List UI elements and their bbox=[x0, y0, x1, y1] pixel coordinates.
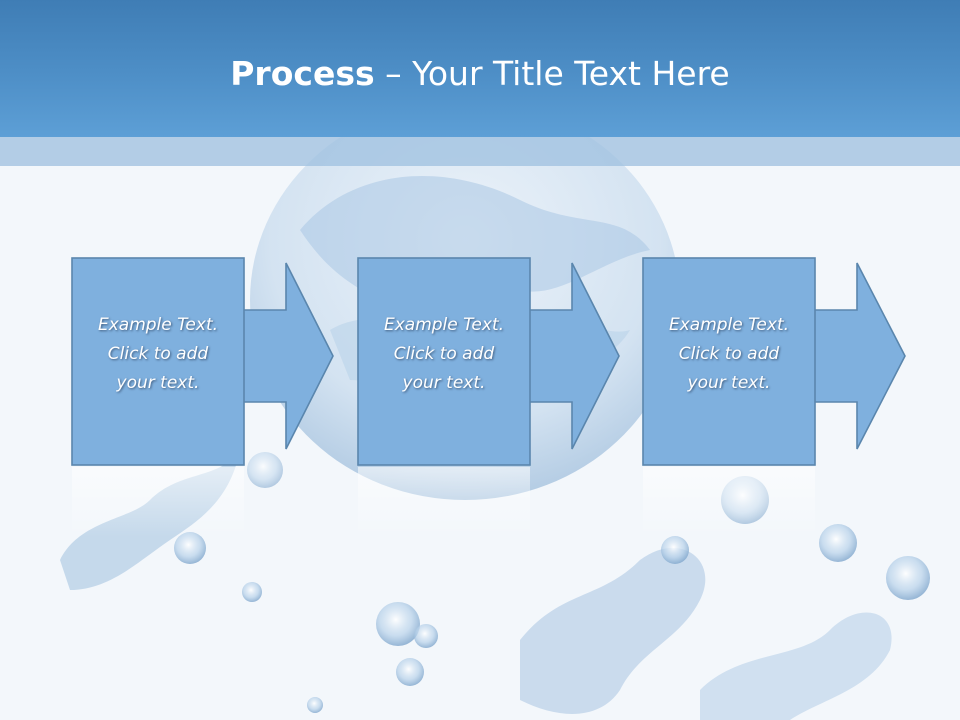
process-step-3-text[interactable]: Example Text. Click to add your text. bbox=[643, 311, 815, 398]
step-text-line: Example Text. bbox=[97, 315, 219, 335]
title-text: Your Title Text Here bbox=[412, 54, 730, 93]
process-step-3[interactable] bbox=[642, 257, 906, 537]
step-text-line: your text. bbox=[687, 373, 771, 393]
process-box-3-reflection bbox=[643, 467, 815, 537]
step-text-line: Example Text. bbox=[383, 315, 505, 335]
process-step-1-text[interactable]: Example Text. Click to add your text. bbox=[72, 311, 244, 398]
title-bold-word: Process bbox=[230, 54, 375, 93]
slide-title[interactable]: Process – Your Title Text Here bbox=[0, 52, 960, 96]
process-arrow-2[interactable] bbox=[527, 262, 620, 450]
step-text-line: Click to add bbox=[393, 344, 495, 364]
process-step-2[interactable] bbox=[357, 257, 620, 537]
title-bar-accent-band bbox=[0, 137, 960, 166]
process-box-2[interactable] bbox=[357, 257, 531, 466]
title-separator: – bbox=[374, 54, 413, 93]
process-box-2-reflection bbox=[358, 467, 530, 537]
process-box-3[interactable] bbox=[642, 257, 816, 466]
title-bar bbox=[0, 0, 960, 137]
step-text-line: Click to add bbox=[107, 344, 209, 364]
process-step-2-text[interactable]: Example Text. Click to add your text. bbox=[358, 311, 530, 398]
process-box-1-reflection bbox=[72, 467, 244, 537]
process-step-1[interactable] bbox=[71, 257, 334, 537]
step-text-line: Example Text. bbox=[668, 315, 790, 335]
step-text-line: Click to add bbox=[678, 344, 780, 364]
process-box-1[interactable] bbox=[71, 257, 245, 466]
process-arrow-3[interactable] bbox=[812, 262, 906, 450]
step-text-line: your text. bbox=[116, 373, 200, 393]
step-text-line: your text. bbox=[402, 373, 486, 393]
process-arrow-1[interactable] bbox=[241, 262, 334, 450]
